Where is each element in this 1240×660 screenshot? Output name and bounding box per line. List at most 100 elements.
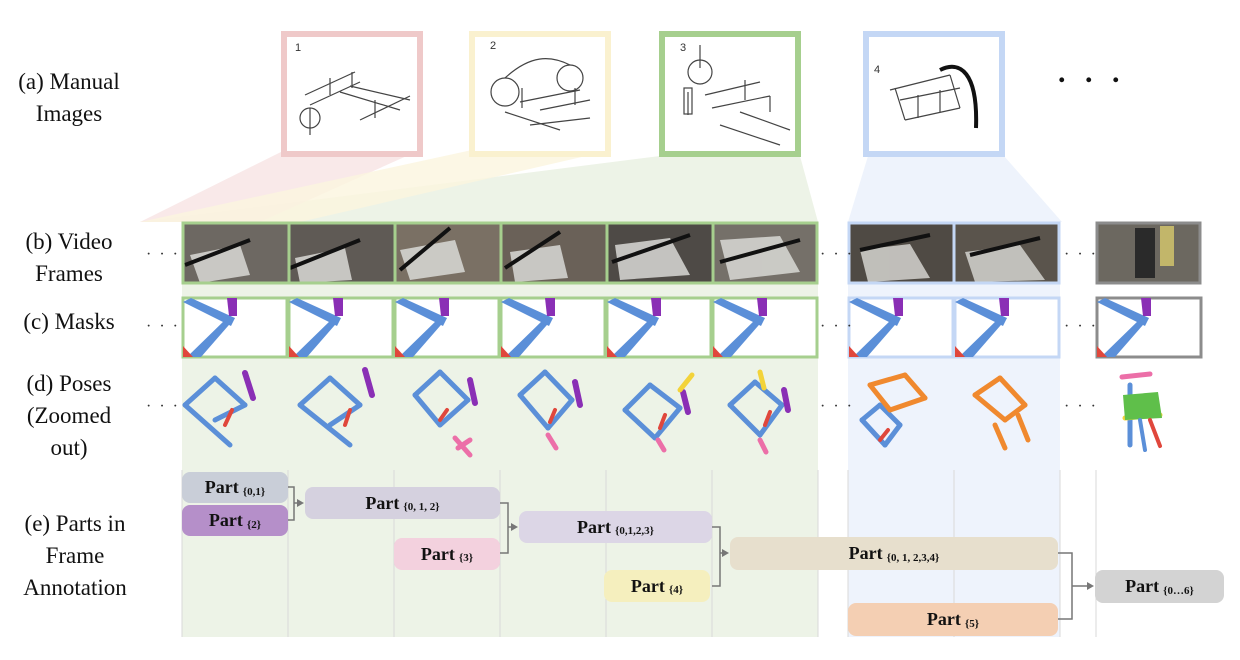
mask-blue-bar (849, 298, 901, 326)
part-pill-label: Part (577, 516, 612, 537)
video-ellipsis-left: · · · (146, 246, 180, 263)
part-pill-0-1-2: Part{0, 1, 2} (305, 487, 500, 519)
mask-ellipsis-right: · · · (1064, 318, 1098, 335)
mask-ellipsis-left: · · · (146, 318, 180, 335)
mask-blue-leg (293, 318, 341, 357)
yellow-zoom-wedge (140, 150, 612, 222)
mask-thumbnail (847, 296, 955, 359)
video-ellipsis-right: · · · (1064, 246, 1098, 263)
mask-purple-part (1141, 298, 1151, 316)
mask-blue-bar (395, 298, 447, 326)
manual-image-2 (469, 31, 611, 157)
part-pill-sub: {0,1} (242, 485, 266, 498)
part-pill-sub: {0,1,2,3} (615, 525, 654, 537)
mask-red-part (501, 346, 511, 357)
mask-blue-leg (959, 318, 1007, 357)
mask-red-part (289, 346, 299, 357)
part-pill-sub: {2} (246, 518, 262, 531)
mask-purple-part (333, 298, 343, 316)
mask-thumbnail (953, 296, 1061, 359)
arrow-heads (297, 499, 1094, 590)
part-pill-label: Part (1125, 576, 1160, 596)
mask-blue-bar (183, 298, 235, 326)
mask-red-part (955, 346, 965, 357)
mask-red-part (395, 346, 405, 357)
manual-image-3 (659, 31, 801, 157)
label-masks: (c) Masks (4, 306, 134, 338)
mask-red-part (183, 346, 193, 357)
mask-blue-leg (399, 318, 447, 357)
part-pill-5: Part{5} (848, 603, 1058, 636)
manual-page-number-3: 3 (680, 42, 687, 54)
part-pill-4: Part{4} (604, 570, 710, 602)
part-pill-sub: {0, 1, 2} (403, 501, 440, 513)
part-pill-label: Part (208, 510, 243, 530)
mask-blue-bar (289, 298, 341, 326)
part-pill-2: Part{2} (182, 505, 288, 536)
mask-blue-bar (713, 298, 765, 326)
mask-frames (181, 296, 1203, 359)
mask-purple-part (999, 298, 1009, 316)
mask-ellipsis-mid: · · · (820, 318, 854, 335)
part-pill-label: Part (630, 575, 665, 596)
manual-image-1 (281, 31, 423, 157)
mask-purple-part (893, 298, 903, 316)
mask-blue-leg (505, 318, 553, 357)
mask-blue-bar (955, 298, 1007, 326)
mask-thumbnail (393, 296, 501, 359)
part-pill-0-to-6: Part{0…6} (1095, 570, 1224, 603)
mask-purple-part (757, 298, 767, 316)
mask-blue-leg (187, 318, 235, 357)
mask-thumbnail (1095, 296, 1203, 359)
mask-thumbnail (711, 296, 819, 359)
part-pill-sub: {5} (964, 617, 980, 630)
part-pill-label: Part (204, 477, 239, 497)
mask-blue-leg (853, 318, 901, 357)
part-pill-3: Part{3} (394, 538, 500, 570)
video-ellipsis-mid: · · · (820, 246, 854, 263)
manual-image-4 (863, 31, 1005, 157)
mask-blue-bar (1097, 298, 1149, 326)
red-zoom-wedge (140, 150, 420, 222)
label-parts-text: (e) Parts in Frame Annotation (23, 511, 127, 600)
manual-page-number-1: 1 (295, 42, 302, 54)
mask-purple-part (651, 298, 661, 316)
mask-red-part (849, 346, 859, 357)
mask-thumbnail (181, 296, 289, 359)
pose-ellipsis-left: · · · (146, 398, 180, 415)
part-pill-sub: {0, 1, 2,3,4} (886, 551, 940, 564)
part-pill-sub: {4} (668, 584, 684, 596)
part-pill-sub: {0…6} (1163, 584, 1194, 597)
pose-ellipsis-right: · · · (1064, 398, 1098, 415)
label-manual-text: (a) Manual Images (18, 69, 120, 126)
mask-blue-bar (607, 298, 659, 326)
manual-ellipsis: . . . (1058, 56, 1126, 89)
mask-red-part (607, 346, 617, 357)
label-manual-images: (a) Manual Images (4, 66, 134, 130)
part-pill-0-1-2-3: Part{0,1,2,3} (519, 511, 712, 543)
mask-red-part (1097, 346, 1107, 357)
part-pill-label: Part (848, 543, 883, 563)
label-video-frames: (b) Video Frames (4, 226, 134, 290)
manual-page-number-2: 2 (490, 40, 497, 52)
poses (182, 367, 1163, 458)
mask-blue-leg (717, 318, 765, 357)
mask-thumbnail (605, 296, 713, 359)
pose-ellipsis-mid: · · · (820, 398, 854, 415)
mask-red-part (713, 346, 723, 357)
label-masks-text: (c) Masks (23, 309, 115, 334)
video-frames (181, 221, 1202, 285)
label-poses-text: (d) Poses (Zoomed out) (26, 371, 112, 460)
part-pill-0-1-2-3-4: Part{0, 1, 2,3,4} (730, 537, 1058, 570)
mask-blue-leg (1101, 318, 1149, 357)
label-poses: (d) Poses (Zoomed out) (4, 368, 134, 464)
part-pill-label: Part (926, 609, 961, 629)
manual-page-number-4: 4 (874, 64, 881, 76)
mask-purple-part (545, 298, 555, 316)
mask-purple-part (439, 298, 449, 316)
label-video-text: (b) Video Frames (25, 229, 113, 286)
part-pill-label: Part (365, 492, 400, 513)
mask-blue-bar (501, 298, 553, 326)
part-pill-label: Part (420, 543, 455, 564)
